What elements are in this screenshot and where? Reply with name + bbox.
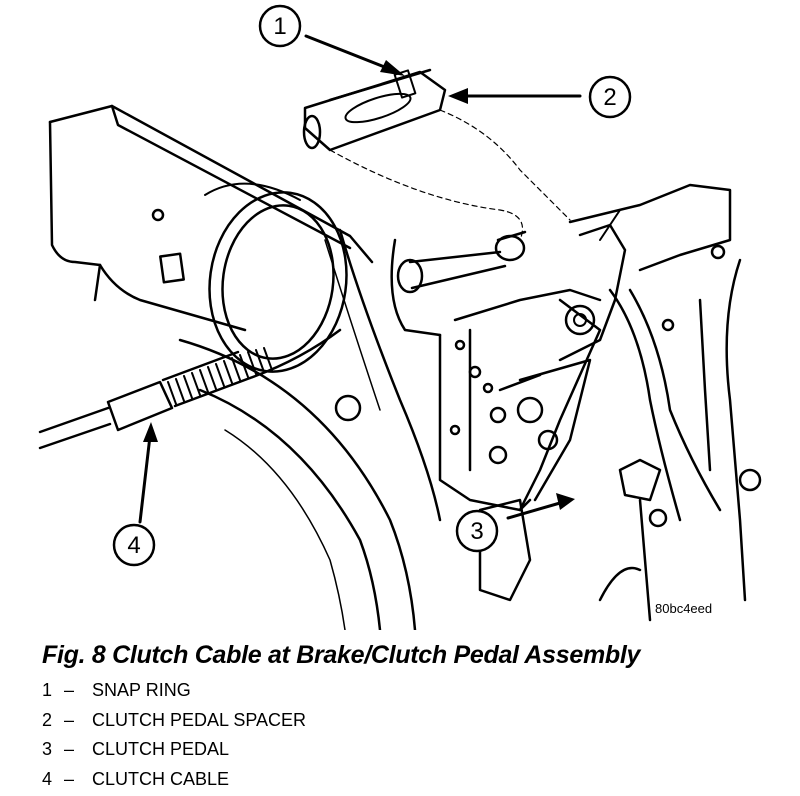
brake-linkage [598, 258, 762, 622]
legend-number: 4 [42, 768, 53, 789]
legend-label: CLUTCH CABLE [92, 768, 230, 789]
alignment-lines [329, 109, 571, 241]
legend-separator: – [64, 739, 75, 759]
spacer-exploded-view [302, 68, 447, 152]
legend-label: CLUTCH PEDAL SPACER [92, 709, 307, 730]
panel-opening [204, 182, 348, 373]
callout-3-number: 3 [470, 518, 483, 545]
legend-number: 3 [42, 739, 53, 759]
legend-item: 3 – CLUTCH PEDAL [42, 735, 306, 765]
legend-item: 4 – CLUTCH CABLE [42, 765, 306, 795]
pedal-bracket [438, 183, 732, 512]
callout-1-number: 1 [273, 13, 286, 40]
legend-separator: – [64, 709, 75, 730]
arrowheads [143, 60, 575, 510]
legend-number: 2 [42, 709, 53, 730]
clutch-cable [38, 328, 342, 450]
callout-4: 4 [112, 523, 156, 567]
callout-legend: 1 – SNAP RING 2 – CLUTCH PEDAL SPACER 3 … [42, 676, 306, 794]
legend-label: CLUTCH PEDAL [92, 739, 230, 759]
legend-separator: – [64, 680, 75, 700]
leader-arrows [138, 34, 582, 524]
fender-arc [178, 228, 442, 630]
legend-separator: – [64, 768, 75, 789]
callout-4-number: 4 [127, 532, 140, 559]
callout-2: 2 [588, 75, 632, 119]
callout-2-number: 2 [603, 84, 616, 111]
callout-3: 3 [455, 509, 499, 553]
clutch-pedal-arm [478, 298, 602, 602]
clutch-pedal-diagram: 1 2 3 4 [38, 4, 762, 630]
figure-caption: Fig. 8 Clutch Cable at Brake/Clutch Peda… [42, 641, 641, 669]
legend-label: SNAP RING [92, 680, 191, 700]
legend-item: 1 – SNAP RING [42, 676, 306, 706]
dash-panel [48, 104, 374, 332]
callout-1: 1 [258, 4, 302, 48]
legend-item: 2 – CLUTCH PEDAL SPACER [42, 706, 306, 736]
pivot-shaft [390, 230, 527, 337]
legend-number: 1 [42, 680, 53, 700]
figure-code: 80bc4eed [655, 601, 713, 616]
